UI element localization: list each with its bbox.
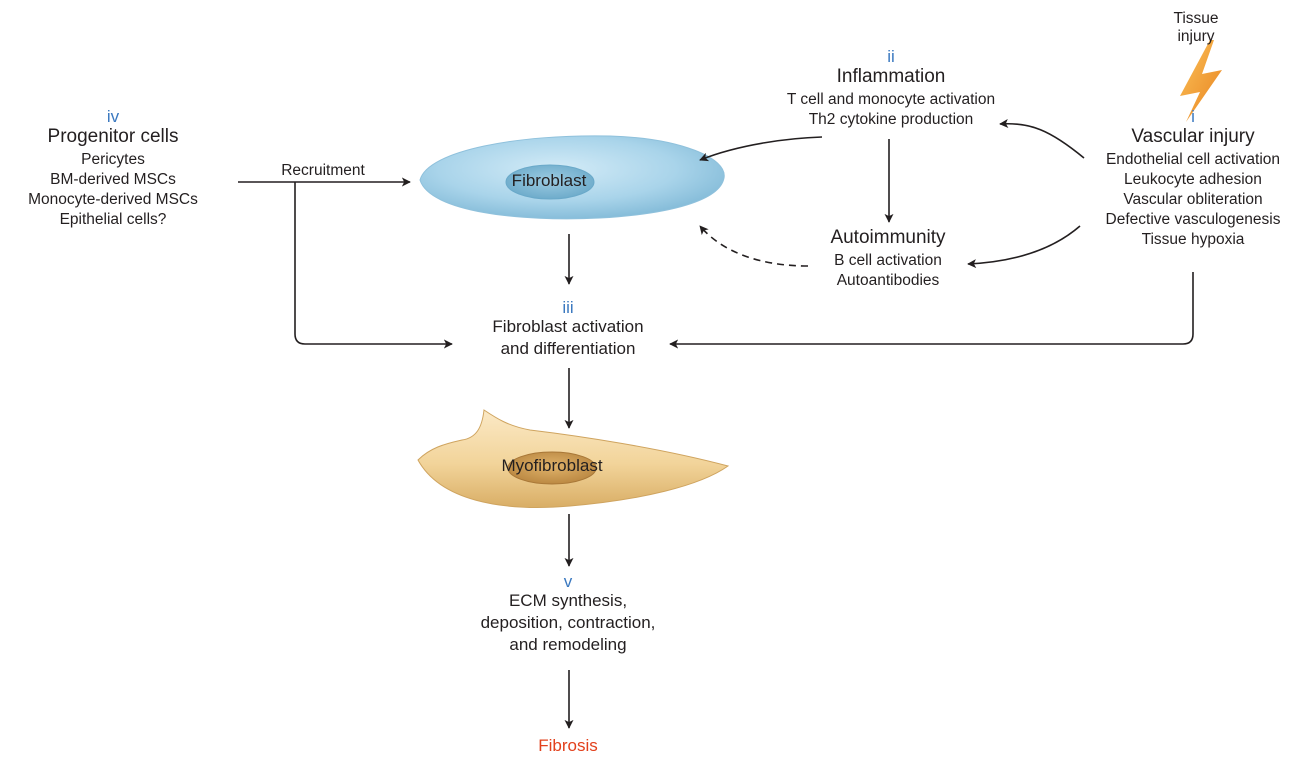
myofibroblast-label: Myofibroblast	[501, 456, 603, 475]
list-item: Defective vasculogenesis	[1105, 211, 1281, 228]
list-item: Autoantibodies	[836, 272, 940, 289]
progenitor-cells-block: iv Progenitor cells Pericytes BM-derived…	[28, 107, 198, 230]
list-item: Endothelial cell activation	[1105, 151, 1281, 168]
autoimmunity-title: Autoimmunity	[830, 227, 946, 248]
activation-line-2: and differentiation	[500, 339, 636, 358]
list-item: BM-derived MSCs	[50, 171, 176, 188]
fibroblast-activation-block: iii Fibroblast activation and differenti…	[492, 298, 643, 360]
inflammation-block: ii Inflammation T cell and monocyte acti…	[787, 47, 995, 130]
fibroblast-label: Fibroblast	[511, 171, 587, 190]
recruitment-label: Recruitment	[281, 162, 365, 179]
ecm-block: v ECM synthesis, deposition, contraction…	[481, 572, 656, 656]
ecm-line-1: ECM synthesis,	[508, 591, 628, 610]
list-item: T cell and monocyte activation	[786, 91, 996, 108]
list-item: Leukocyte adhesion	[1124, 171, 1262, 188]
list-item: Monocyte-derived MSCs	[28, 191, 198, 208]
progenitor-cells-title: Progenitor cells	[47, 126, 179, 147]
arrow-autoimmunity-to-fibroblast-dashed	[699, 225, 809, 267]
myofibroblast-cell	[417, 409, 730, 508]
arrow-vascular-to-autoimmunity	[967, 225, 1081, 269]
list-item: B cell activation	[834, 252, 942, 269]
fibrosis-label: Fibrosis	[538, 736, 598, 755]
arrow-vascular-to-inflammation	[999, 118, 1085, 159]
list-item: Th2 cytokine production	[808, 111, 974, 128]
ecm-line-3: and remodeling	[509, 635, 627, 654]
numeral-iii: iii	[562, 298, 574, 317]
autoimmunity-block: Autoimmunity B cell activation Autoantib…	[830, 227, 945, 291]
lightning-bolt-icon	[1180, 40, 1222, 122]
numeral-i: i	[1191, 107, 1195, 126]
arrow-vascular-to-activation	[669, 272, 1194, 349]
vascular-injury-title: Vascular injury	[1131, 126, 1255, 147]
vascular-injury-block: i Vascular injury Endothelial cell activ…	[1106, 107, 1281, 250]
activation-line-1: Fibroblast activation	[492, 317, 644, 336]
list-item: Pericytes	[81, 151, 145, 168]
numeral-iv: iv	[106, 107, 120, 126]
inflammation-title: Inflammation	[836, 66, 946, 87]
fibroblast-cell	[419, 135, 725, 220]
tissue-injury-label: Tissue injury	[1173, 10, 1219, 45]
list-item: Vascular obliteration	[1123, 191, 1263, 208]
ecm-line-2: deposition, contraction,	[480, 613, 656, 632]
list-item: Tissue hypoxia	[1141, 231, 1245, 248]
arrow-progenitor-to-activation	[294, 182, 453, 349]
arrow-inflammation-to-fibroblast	[699, 136, 823, 162]
numeral-ii: ii	[887, 47, 895, 66]
numeral-v: v	[563, 572, 573, 591]
list-item: Epithelial cells?	[59, 211, 167, 228]
